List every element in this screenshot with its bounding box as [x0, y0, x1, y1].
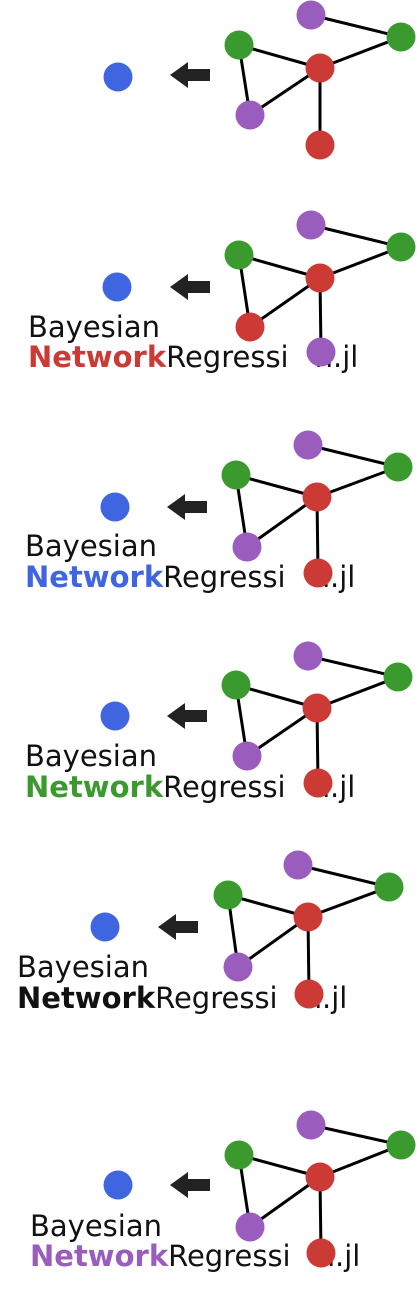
network-node-purpleL	[232, 532, 262, 562]
network-edge	[310, 1123, 402, 1147]
network-node-redHub	[293, 902, 323, 932]
network-node-greenR	[383, 662, 413, 692]
network-edge	[297, 863, 390, 889]
network-node-greenR	[383, 452, 413, 482]
blue-node	[100, 701, 130, 731]
network-node-green	[221, 460, 251, 490]
network-node-green	[213, 880, 243, 910]
logo-line-bayesian: Bayesian	[25, 739, 157, 773]
network-node-purpleL	[235, 100, 265, 130]
arrow-left-icon	[167, 703, 207, 729]
logo-word-regression-start: Regressi	[166, 340, 289, 374]
arrow-left-icon	[158, 914, 198, 940]
network-node-rO	[303, 768, 333, 798]
network-node-green	[224, 30, 254, 60]
network-node-redHub	[302, 482, 332, 512]
network-node-redL	[235, 312, 265, 342]
network-node-rO	[306, 1238, 336, 1268]
network-node-topP	[293, 641, 323, 671]
logo-word-network: Network	[25, 770, 164, 804]
network-edge	[310, 13, 402, 39]
logo-word-network: Network	[17, 981, 156, 1015]
network-node-greenR	[374, 872, 404, 902]
network-node-greenR	[386, 232, 416, 262]
network-node-rO	[294, 979, 324, 1009]
logo-word-regression-start: Regressi	[163, 770, 286, 804]
logo-word-regression-start: Regressi	[163, 560, 286, 594]
logo-line-bayesian: Bayesian	[25, 529, 157, 563]
network-node-topP	[293, 430, 323, 460]
network-node-topP	[283, 850, 313, 880]
logo-word-network: Network	[30, 1239, 169, 1273]
network-edge	[319, 1143, 402, 1179]
network-edge	[307, 443, 399, 469]
network-node-greenR	[386, 1130, 416, 1160]
network-node-redHub	[305, 53, 335, 83]
network-node-pO	[306, 337, 336, 367]
network-node-redHub	[302, 693, 332, 723]
blue-node	[90, 912, 120, 942]
logo-variant-1	[103, 0, 416, 160]
logo-word-network: Network	[28, 340, 167, 374]
logo-word-regression-start: Regressi	[155, 981, 278, 1015]
logo-line-bayesian: Bayesian	[30, 1209, 162, 1243]
network-node-rO	[303, 558, 333, 588]
network-edge	[310, 223, 402, 249]
blue-node	[103, 1170, 133, 1200]
network-node-purpleL	[232, 741, 262, 771]
network-node-greenR	[386, 22, 416, 52]
arrow-left-icon	[170, 274, 210, 300]
network-node-green	[224, 1140, 254, 1170]
blue-node	[100, 492, 130, 522]
network-node-green	[221, 670, 251, 700]
logo-line-bayesian: Bayesian	[28, 310, 160, 344]
arrow-left-icon	[167, 494, 207, 520]
network-node-topP	[296, 0, 326, 30]
network-node-redB	[305, 130, 335, 160]
network-node-redHub	[305, 1162, 335, 1192]
network-node-topP	[296, 210, 326, 240]
network-node-redHub	[305, 263, 335, 293]
logo-word-network: Network	[25, 560, 164, 594]
network-node-purpleL	[235, 1212, 265, 1242]
logo-line-bayesian: Bayesian	[17, 950, 149, 984]
network-node-green	[224, 240, 254, 270]
network-node-topP	[296, 1110, 326, 1140]
network-edge	[307, 654, 399, 679]
network-node-purpleL	[223, 952, 253, 982]
arrow-left-icon	[170, 62, 210, 88]
blue-node	[102, 272, 132, 302]
logo-word-regression-start: Regressi	[168, 1239, 291, 1273]
arrow-left-icon	[170, 1172, 210, 1198]
blue-node	[103, 62, 133, 92]
